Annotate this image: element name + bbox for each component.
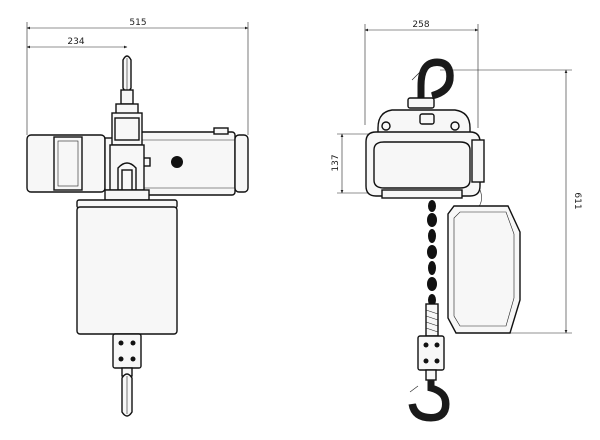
- indicator-dot: [171, 156, 183, 168]
- dimension-hook-offset: 234: [26, 37, 128, 49]
- bottom-hook-front: [112, 333, 142, 417]
- dimension-side-width: 258: [364, 20, 479, 128]
- housing-side: [365, 109, 485, 199]
- controller-box-front: [76, 199, 178, 335]
- dimension-overall-height: 611: [440, 69, 582, 334]
- dim-label-234: 234: [67, 37, 84, 47]
- front-view: 515 234: [26, 18, 249, 417]
- controller-box-side: [447, 189, 521, 334]
- load-chain: [425, 200, 439, 337]
- dim-label-515: 515: [129, 18, 146, 28]
- dim-label-258: 258: [412, 20, 429, 30]
- dim-label-137: 137: [331, 154, 341, 171]
- gearbox-column: [104, 112, 150, 201]
- dim-label-611: 611: [572, 192, 582, 209]
- bottom-hook-side: [408, 335, 450, 422]
- dimension-body-height: 137: [331, 133, 372, 194]
- motor-housing: [26, 127, 249, 196]
- dimension-overall-width: 515: [26, 18, 249, 135]
- side-view: 258 137 611: [331, 20, 582, 422]
- top-hook-side: [407, 58, 454, 109]
- top-hook-front: [115, 55, 139, 115]
